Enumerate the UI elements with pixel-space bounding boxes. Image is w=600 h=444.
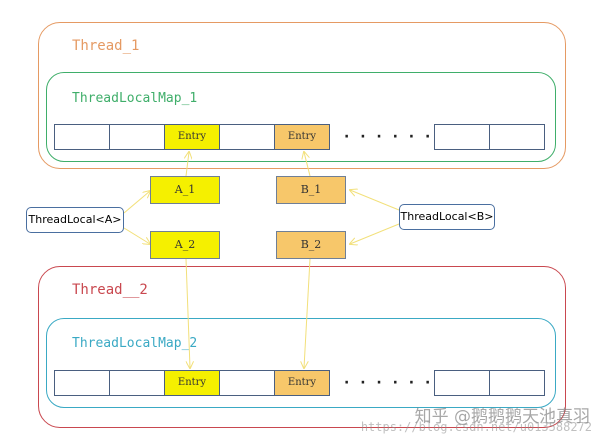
map2-cell-4 [219,370,275,396]
map2-cell-1 [54,370,110,396]
map2-ellipsis: · · · · · · [344,375,434,391]
var-b1: B_1 [276,176,346,204]
map2-entry-b: Entry [274,370,330,396]
map1-entry-b: Entry [274,124,330,150]
arrow-b2-to-map2 [304,258,311,368]
watermark-url: https://blog.csdn.net/u013588272 [360,420,592,434]
arrow-tla-to-a2 [123,227,150,244]
var-a1: A_1 [150,176,220,204]
thread-1-box [38,22,566,169]
map2-cell-6 [434,370,490,396]
threadlocalmap-2-title: ThreadLocalMap_2 [72,336,198,351]
map1-cell-7 [489,124,545,150]
arrow-a2-to-map2 [185,258,190,368]
var-a2: A_2 [150,231,220,259]
threadlocalmap-1-box [46,72,556,162]
thread-1-title: Thread_1 [72,38,140,54]
threadlocal-a-box: ThreadLocal<A> [26,207,124,233]
thread-2-box [38,266,566,428]
arrow-tlb-to-b2 [350,223,400,244]
map2-cell-2 [109,370,165,396]
arrow-b1-to-map1 [304,152,311,177]
arrow-tla-to-a1 [123,191,150,214]
thread-2-title: Thread__2 [72,282,148,298]
map1-ellipsis: · · · · · · [344,129,434,145]
threadlocalmap-1-title: ThreadLocalMap_1 [72,91,198,106]
arrow-tlb-to-b1 [350,190,400,211]
map2-cell-7 [489,370,545,396]
var-b2: B_2 [276,231,346,259]
arrow-a1-to-map1 [186,152,189,177]
watermark: 知乎 @鹅鹅鹅天池真羽 [414,407,590,427]
threadlocal-b-box: ThreadLocal<B> [399,204,495,230]
map2-entry-a: Entry [164,370,220,396]
threadlocalmap-2-box [46,318,556,408]
map1-cell-1 [54,124,110,150]
